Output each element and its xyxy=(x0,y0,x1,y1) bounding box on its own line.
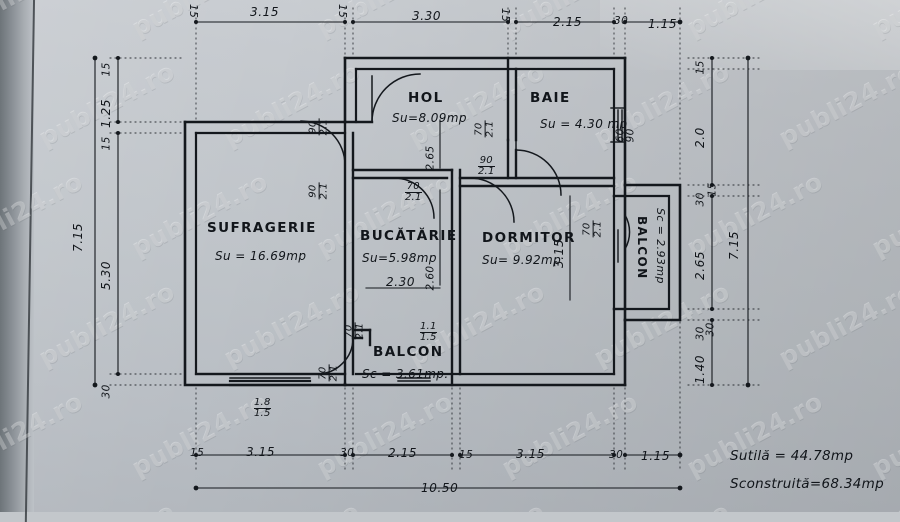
summary-suprafata-utila: Sutilă = 44.78mp xyxy=(730,448,854,464)
room-label-hol: HOL xyxy=(408,90,444,106)
dim-baie-window-2: 90 xyxy=(624,128,637,143)
dim-bottom-2: 3.15 xyxy=(246,445,276,459)
room-area-sufragerie: Su = 16.69mp xyxy=(215,249,307,263)
dim-top-7: 30 xyxy=(614,15,629,27)
room-label-sufragerie: SUFRAGERIE xyxy=(207,220,317,236)
room-area-bucatarie: Su=5.98mp xyxy=(362,251,437,265)
dimension-lines xyxy=(94,21,749,489)
room-area-dormitor: Su= 9.92mp xyxy=(482,253,562,267)
dim-left-total: 7.15 xyxy=(71,222,85,252)
room-area-balcon-sud: Sc = 3.61mp. xyxy=(362,367,449,381)
dim-right-4: 15 xyxy=(706,182,719,197)
room-label-baie: BAIE xyxy=(530,90,571,106)
room-label-balcon-sud: BALCON xyxy=(373,344,444,360)
dim-top-5: 15 xyxy=(499,8,511,23)
page-left-edge xyxy=(0,0,36,522)
dim-top-3: 15 xyxy=(336,4,348,19)
dim-bottom-8: 1.15 xyxy=(641,449,671,463)
dimension-ticks xyxy=(92,19,751,491)
room-label-bucatarie: BUCĂTĂRIE xyxy=(360,228,458,244)
dim-right-1: 15 xyxy=(694,60,707,75)
door-swings xyxy=(300,73,631,375)
dim-bottom-3: 30 xyxy=(340,447,355,459)
dim-bottom-total: 10.50 xyxy=(421,481,459,495)
dimension-extension-lines xyxy=(109,7,761,471)
room-label-balcon-est: BALCON xyxy=(635,216,649,280)
dim-left-4: 5.30 xyxy=(99,260,113,290)
dim-right-8: 1.40 xyxy=(693,354,707,384)
dim-top-1: 15 xyxy=(187,4,199,19)
room-area-balcon-est: Sc = 2.93mp xyxy=(654,208,667,284)
dim-top-2: 3.15 xyxy=(250,5,280,19)
summary-suprafata-construita: Sconstruită=68.34mp xyxy=(730,476,884,492)
dim-right-5: 2.65 xyxy=(693,250,707,280)
dim-bottom-4: 2.15 xyxy=(388,446,418,460)
interior-walls xyxy=(343,56,627,387)
room-area-hol: Su=8.09mp xyxy=(392,111,467,125)
dim-bucatarie-vertical: 2.60 xyxy=(424,265,437,291)
dim-bucatarie-horiz: 2.30 xyxy=(386,275,416,289)
dim-top-4: 3.30 xyxy=(412,9,442,23)
dim-bottom-1: 15 xyxy=(190,447,205,459)
room-label-dormitor: DORMITOR xyxy=(482,230,576,246)
dim-right-3: 30 xyxy=(694,192,707,207)
dim-left-5: 30 xyxy=(100,384,113,399)
dim-right-2: 2.0 xyxy=(693,127,707,148)
dim-right-7: 30 xyxy=(704,322,717,337)
dim-right-total: 7.15 xyxy=(727,230,741,260)
dim-bottom-5: 15 xyxy=(459,449,474,461)
dim-top-8: 1.15 xyxy=(648,17,678,31)
dim-left-2: 1.25 xyxy=(99,98,113,128)
dim-bottom-7: 30 xyxy=(609,449,624,461)
dim-top-6: 2.15 xyxy=(553,15,583,29)
dim-hol-vertical: 2.65 xyxy=(424,145,437,171)
room-area-baie: Su = 4.30 mp xyxy=(540,117,628,131)
dim-bottom-6: 3.15 xyxy=(516,447,546,461)
dim-left-3: 15 xyxy=(100,136,113,151)
windows xyxy=(229,107,626,386)
dim-dormitor-vertical: 3.15 xyxy=(552,238,566,268)
dim-left-1: 15 xyxy=(100,62,113,77)
